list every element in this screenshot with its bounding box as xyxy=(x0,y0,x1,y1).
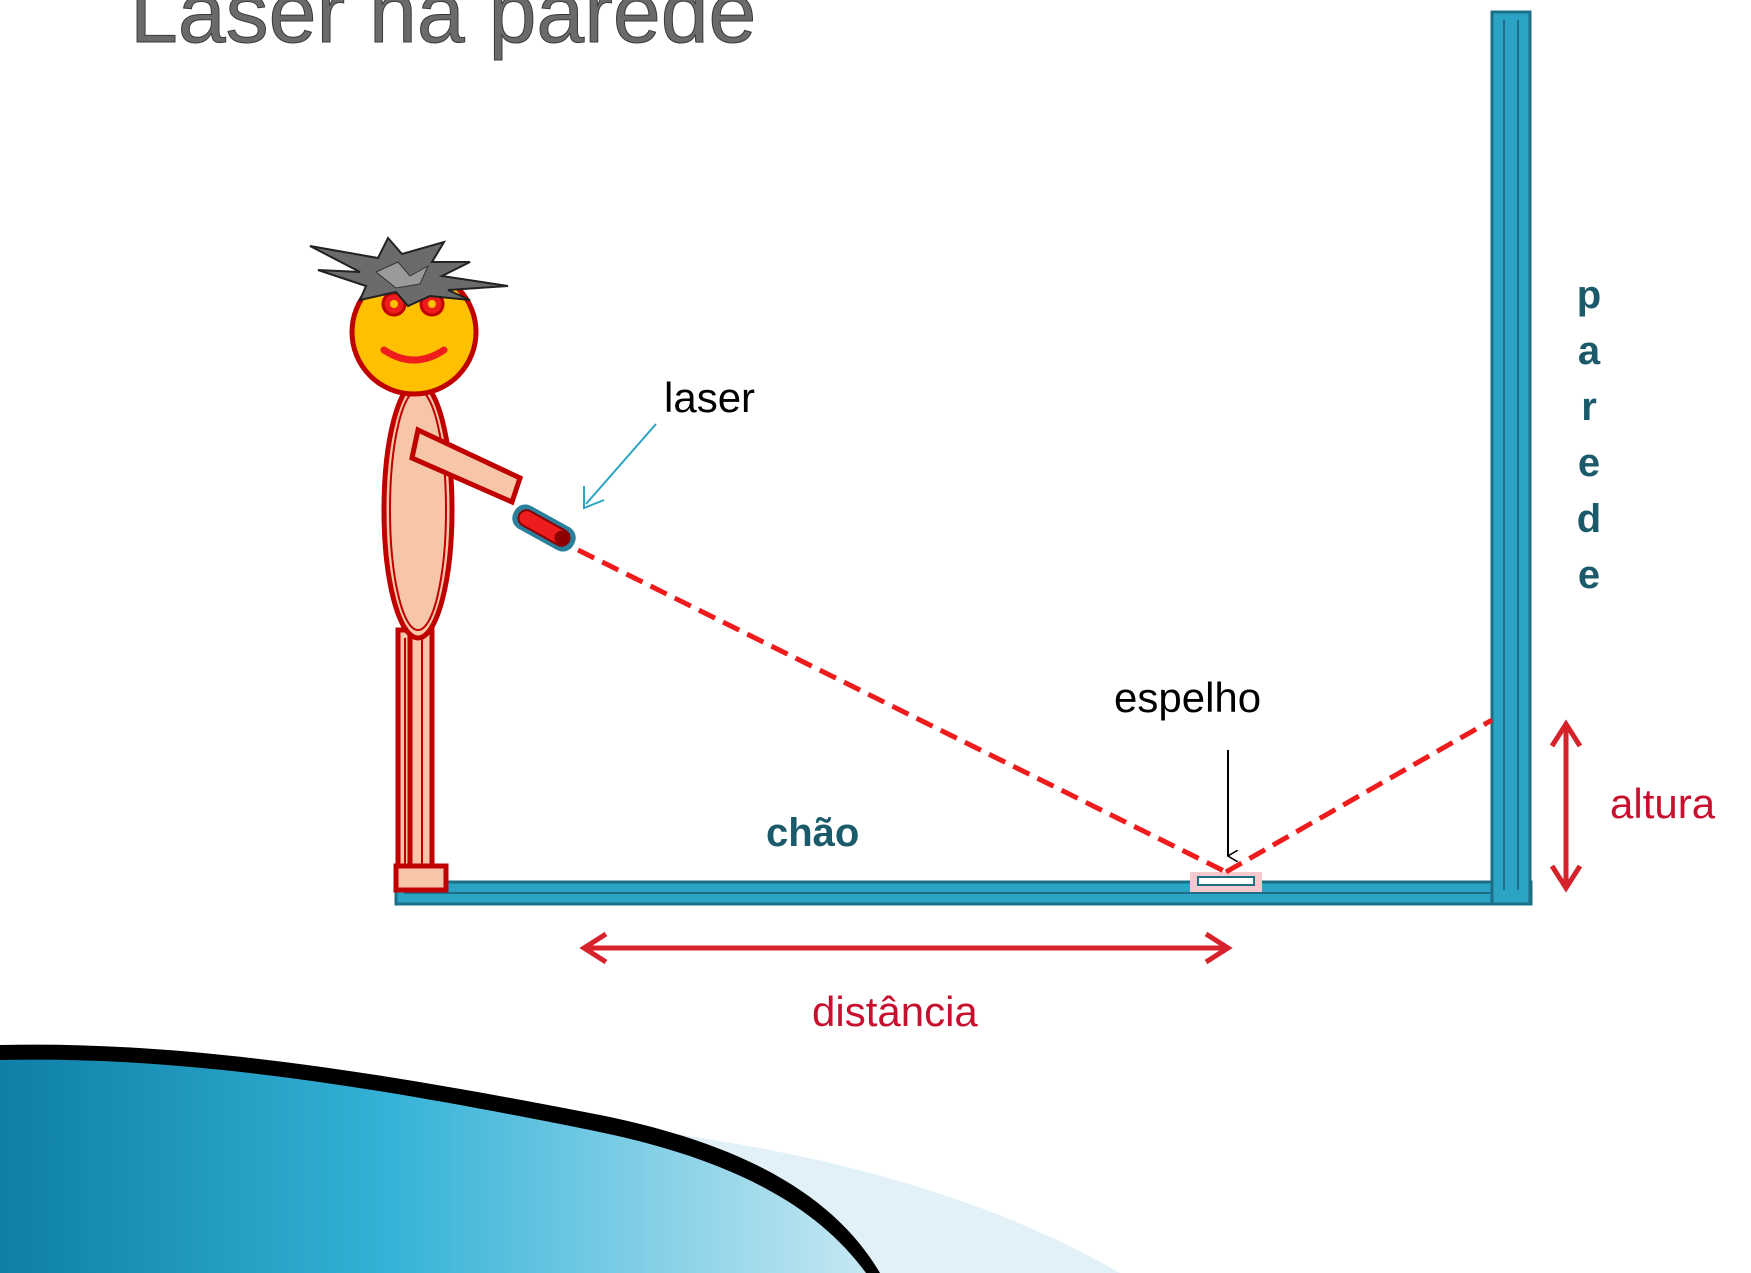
laser-pointer-icon xyxy=(512,504,576,552)
mirror-label: espelho xyxy=(1114,674,1261,721)
wall-letter: e xyxy=(1578,553,1600,597)
wall-letter: d xyxy=(1577,497,1601,541)
decorative-swoosh xyxy=(0,1044,1120,1273)
height-dimension xyxy=(1549,719,1583,893)
laser-callout: laser xyxy=(583,374,755,510)
distance-label: distância xyxy=(812,988,978,1035)
wall-letter: a xyxy=(1578,329,1601,373)
height-label: altura xyxy=(1610,780,1716,827)
wall-letter: r xyxy=(1581,385,1597,429)
mirror-callout: espelho xyxy=(1114,674,1261,856)
wall-letter: e xyxy=(1578,441,1600,485)
wall-letter: p xyxy=(1577,273,1601,317)
stick-person-icon xyxy=(309,236,524,893)
laser-beam xyxy=(576,547,1494,875)
mirror-icon xyxy=(1190,872,1262,892)
slide-title: Laser na parede xyxy=(130,0,756,61)
floor-label: chão xyxy=(766,811,859,855)
floor xyxy=(394,880,1533,906)
distance-dimension xyxy=(579,931,1233,965)
hair-icon xyxy=(309,236,509,308)
laser-label: laser xyxy=(664,374,755,421)
wall xyxy=(1490,10,1532,906)
wall-label: p a r e d e xyxy=(1577,273,1601,597)
